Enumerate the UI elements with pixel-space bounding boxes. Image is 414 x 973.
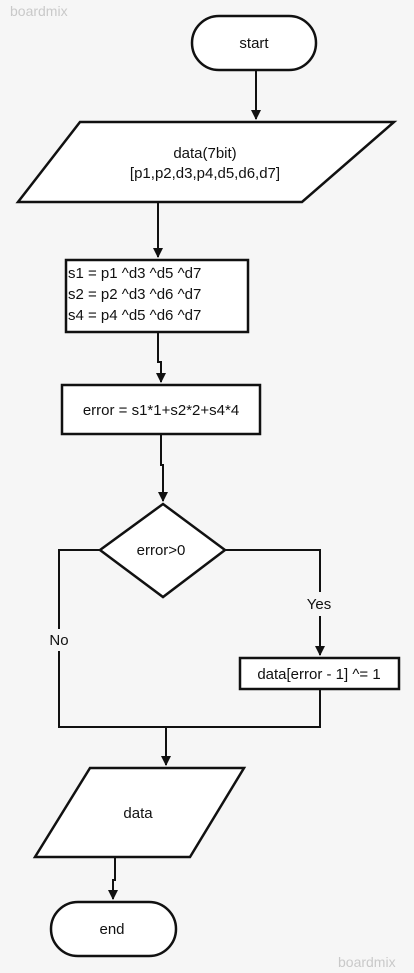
output-parallelogram [32, 766, 247, 859]
no-label: No [49, 632, 68, 649]
input-parallelogram [15, 120, 398, 204]
decision-diamond [97, 502, 228, 599]
watermark-bottom-right: boardmix [338, 954, 396, 970]
syndrome-line-s4: s4 = p4 ^d5 ^d6 ^d7 [68, 307, 201, 324]
yes-label: Yes [307, 596, 331, 613]
arrow-yes-branch [225, 549, 325, 656]
correction-label: data[error - 1] ^= 1 [257, 666, 380, 683]
syndrome-line-s2: s2 = p2 ^d3 ^d6 ^d7 [68, 286, 201, 303]
arrow-syndrome-to-error [156, 332, 166, 383]
decision-label: error>0 [137, 542, 186, 559]
input-label-line2: [p1,p2,d3,p4,d5,d6,d7] [130, 165, 280, 182]
end-terminator [49, 900, 178, 958]
connector-correction-to-merge [166, 689, 321, 728]
arrow-error-to-decision [158, 434, 168, 502]
input-label-line1: data(7bit) [173, 145, 236, 162]
syndrome-line-s1: s1 = p1 ^d3 ^d5 ^d7 [68, 265, 201, 282]
yes-label-background [300, 592, 340, 616]
error-calc-label: error = s1*1+s2*2+s4*4 [83, 402, 239, 419]
arrow-output-to-end [108, 857, 118, 900]
correction-box [238, 656, 401, 691]
watermark-top-left: boardmix [10, 3, 68, 19]
no-label-background [42, 629, 76, 651]
syndrome-process-box [64, 258, 250, 334]
start-terminator [190, 14, 318, 72]
output-label: data [123, 805, 153, 822]
end-label: end [99, 921, 124, 938]
start-label: start [239, 35, 269, 52]
